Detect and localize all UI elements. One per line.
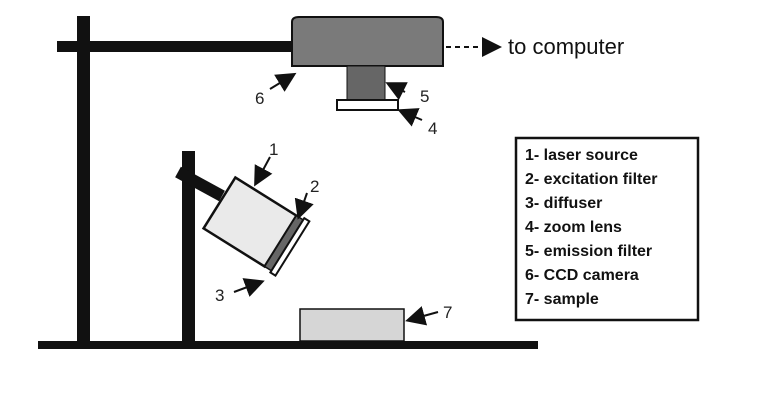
zoom-lens [336, 99, 399, 111]
callout-1: 1 [269, 140, 278, 159]
callout-arrow-7 [405, 306, 439, 326]
callout-arrow-2 [294, 192, 314, 220]
callout-3: 3 [215, 286, 224, 305]
legend-item: 5- emission filter [525, 243, 652, 260]
callout-arrow-3 [233, 278, 265, 297]
legend-item: 6- CCD camera [525, 267, 639, 284]
main-stand-pole [77, 16, 90, 344]
laser-stand-pole [182, 151, 195, 345]
callout-5: 5 [420, 87, 429, 106]
emission-filter [346, 65, 386, 101]
legend-item: 7- sample [525, 291, 599, 308]
base-bench [38, 341, 538, 349]
main-stand-arm [57, 41, 297, 52]
callout-arrow-5 [385, 82, 408, 101]
callout-arrow-4 [397, 108, 423, 127]
ccd-camera-body [291, 16, 444, 67]
legend-item: 1- laser source [525, 147, 638, 164]
legend-item: 3- diffuser [525, 195, 602, 212]
sample-block [299, 308, 405, 342]
laser-stand-arm [175, 166, 225, 202]
callout-arrow-1 [254, 156, 273, 187]
output-label: to computer [508, 34, 624, 59]
callout-6: 6 [255, 89, 264, 108]
callout-arrow-6 [269, 72, 297, 92]
legend-item: 4- zoom lens [525, 219, 622, 236]
callout-7: 7 [443, 303, 452, 322]
callout-2: 2 [310, 177, 319, 196]
legend-box [514, 136, 700, 322]
legend-list: 1- laser source 2- excitation filter 3- … [525, 147, 657, 308]
callout-4: 4 [428, 119, 437, 138]
legend-item: 2- excitation filter [525, 171, 657, 188]
laser-assembly [201, 175, 311, 278]
